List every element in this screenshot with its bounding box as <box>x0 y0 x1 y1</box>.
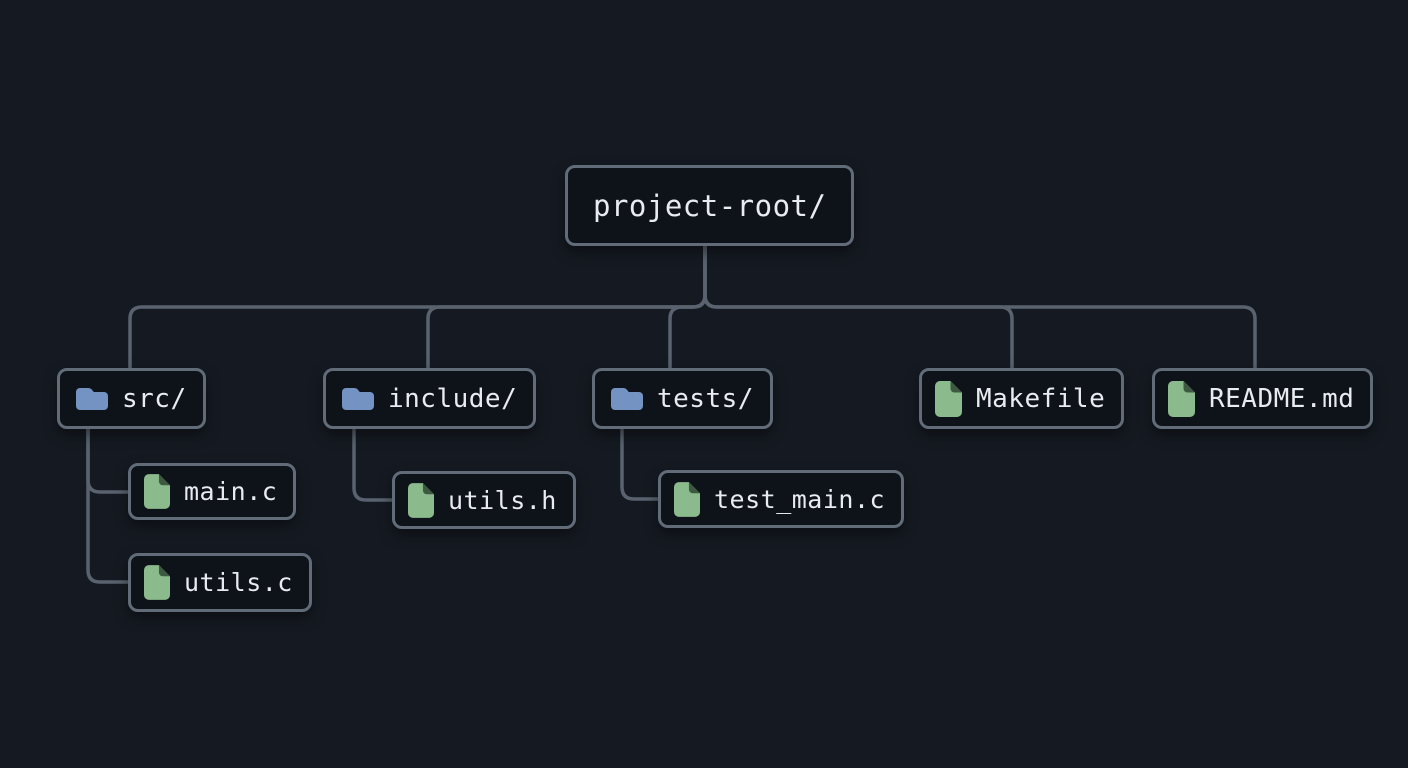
node-label: README.md <box>1209 383 1355 414</box>
node-label: src/ <box>122 383 187 414</box>
file-icon <box>935 380 962 417</box>
connector-include-utils-h <box>352 426 394 502</box>
tree-node-utils-h: utils.h <box>392 471 576 529</box>
node-label: tests/ <box>657 383 754 414</box>
folder-icon <box>342 387 374 410</box>
tree-node-utils-c: utils.c <box>128 553 312 612</box>
tree-node-project-root: project-root/ <box>565 165 855 246</box>
tree-node-makefile: Makefile <box>919 368 1125 429</box>
file-icon <box>1168 380 1195 417</box>
node-label: utils.h <box>448 485 557 515</box>
connector-tests-test-main-c <box>620 426 660 501</box>
node-label: test_main.c <box>714 484 886 514</box>
folder-icon <box>76 387 108 410</box>
tree-node-readme: README.md <box>1152 368 1374 429</box>
node-label: include/ <box>388 383 518 414</box>
connector-src-utils-c <box>86 427 130 584</box>
node-label: main.c <box>184 477 278 506</box>
tree-node-main-c: main.c <box>128 463 297 520</box>
folder-icon <box>611 387 643 410</box>
tree-node-include: include/ <box>323 368 537 429</box>
connector-root-readme <box>703 244 1257 370</box>
tree-node-test-main-c: test_main.c <box>658 470 905 528</box>
file-icon <box>144 474 170 509</box>
connector-root-tests <box>668 244 707 370</box>
connector-root-include <box>426 244 707 370</box>
file-icon <box>674 481 700 517</box>
node-label: project-root/ <box>593 188 827 223</box>
file-icon <box>408 482 434 518</box>
node-label: Makefile <box>976 383 1106 414</box>
tree-node-src: src/ <box>57 368 206 429</box>
node-label: utils.c <box>184 568 293 597</box>
tree-node-tests: tests/ <box>592 368 773 429</box>
file-icon <box>144 565 170 600</box>
connector-src-main-c <box>86 427 130 494</box>
